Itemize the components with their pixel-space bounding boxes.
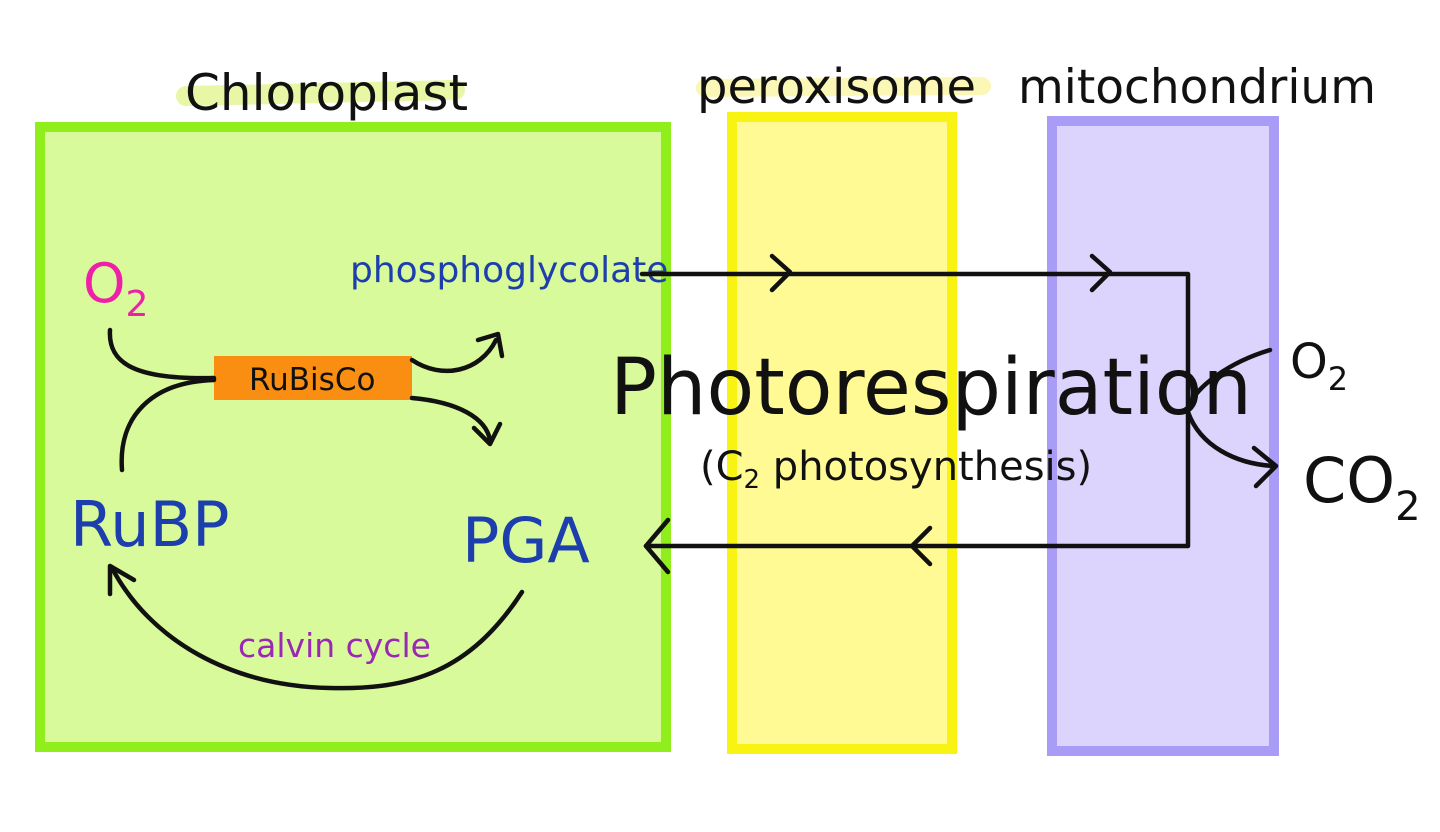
carbon-dioxide-release-arrow <box>1185 409 1277 469</box>
peroxisome-return-arrowhead <box>909 525 933 567</box>
peroxisome-label-highlight <box>696 77 991 97</box>
oxygen-output-label: O2 <box>1290 334 1348 398</box>
mitochondrium-inbound-arrowhead <box>1089 253 1113 293</box>
carbon-dioxide-arrowhead <box>1251 445 1279 489</box>
rubisco-label: RuBisCo <box>249 362 375 398</box>
carbon-dioxide-label: CO2 <box>1303 444 1421 530</box>
chloroplast-return-arrowhead <box>643 517 671 575</box>
oxygen-to-rubisco-arrow <box>107 327 217 381</box>
chloroplast-label: Chloroplast <box>185 64 468 122</box>
chloroplast-compartment <box>35 122 671 752</box>
peroxisome-label: peroxisome <box>697 59 976 115</box>
mitochondrium-label: mitochondrium <box>1018 60 1376 115</box>
oxygen-uptake-arrow <box>1185 347 1273 411</box>
rubisco-to-phosphoglycolate-arrow <box>409 337 499 374</box>
peroxisome-compartment <box>727 112 957 754</box>
chloroplast-label-highlight <box>176 80 465 106</box>
c2-photosynthesis-subtitle: (C2 photosynthesis) <box>700 444 1092 495</box>
phosphoglycolate-label: phosphoglycolate <box>350 250 668 291</box>
rubp-to-rubisco-arrow <box>119 377 217 473</box>
calvin-cycle-arrow <box>109 565 525 691</box>
phosphoglycolate-arrowhead <box>475 331 505 359</box>
oxygen-input-label: O2 <box>83 252 148 325</box>
peroxisome-inbound-arrowhead <box>769 253 793 293</box>
pga-label: PGA <box>462 504 590 577</box>
photorespiration-title: Photorespiration <box>610 343 1252 433</box>
rubisco-box <box>214 356 412 400</box>
rubp-label: RuBP <box>70 488 230 561</box>
calvin-cycle-label: calvin cycle <box>238 626 431 665</box>
pga-arrowhead <box>471 421 503 447</box>
calvin-cycle-arrowhead <box>107 563 137 597</box>
rubisco-to-pga-arrow <box>409 395 493 443</box>
mitochondrium-compartment <box>1047 116 1279 756</box>
